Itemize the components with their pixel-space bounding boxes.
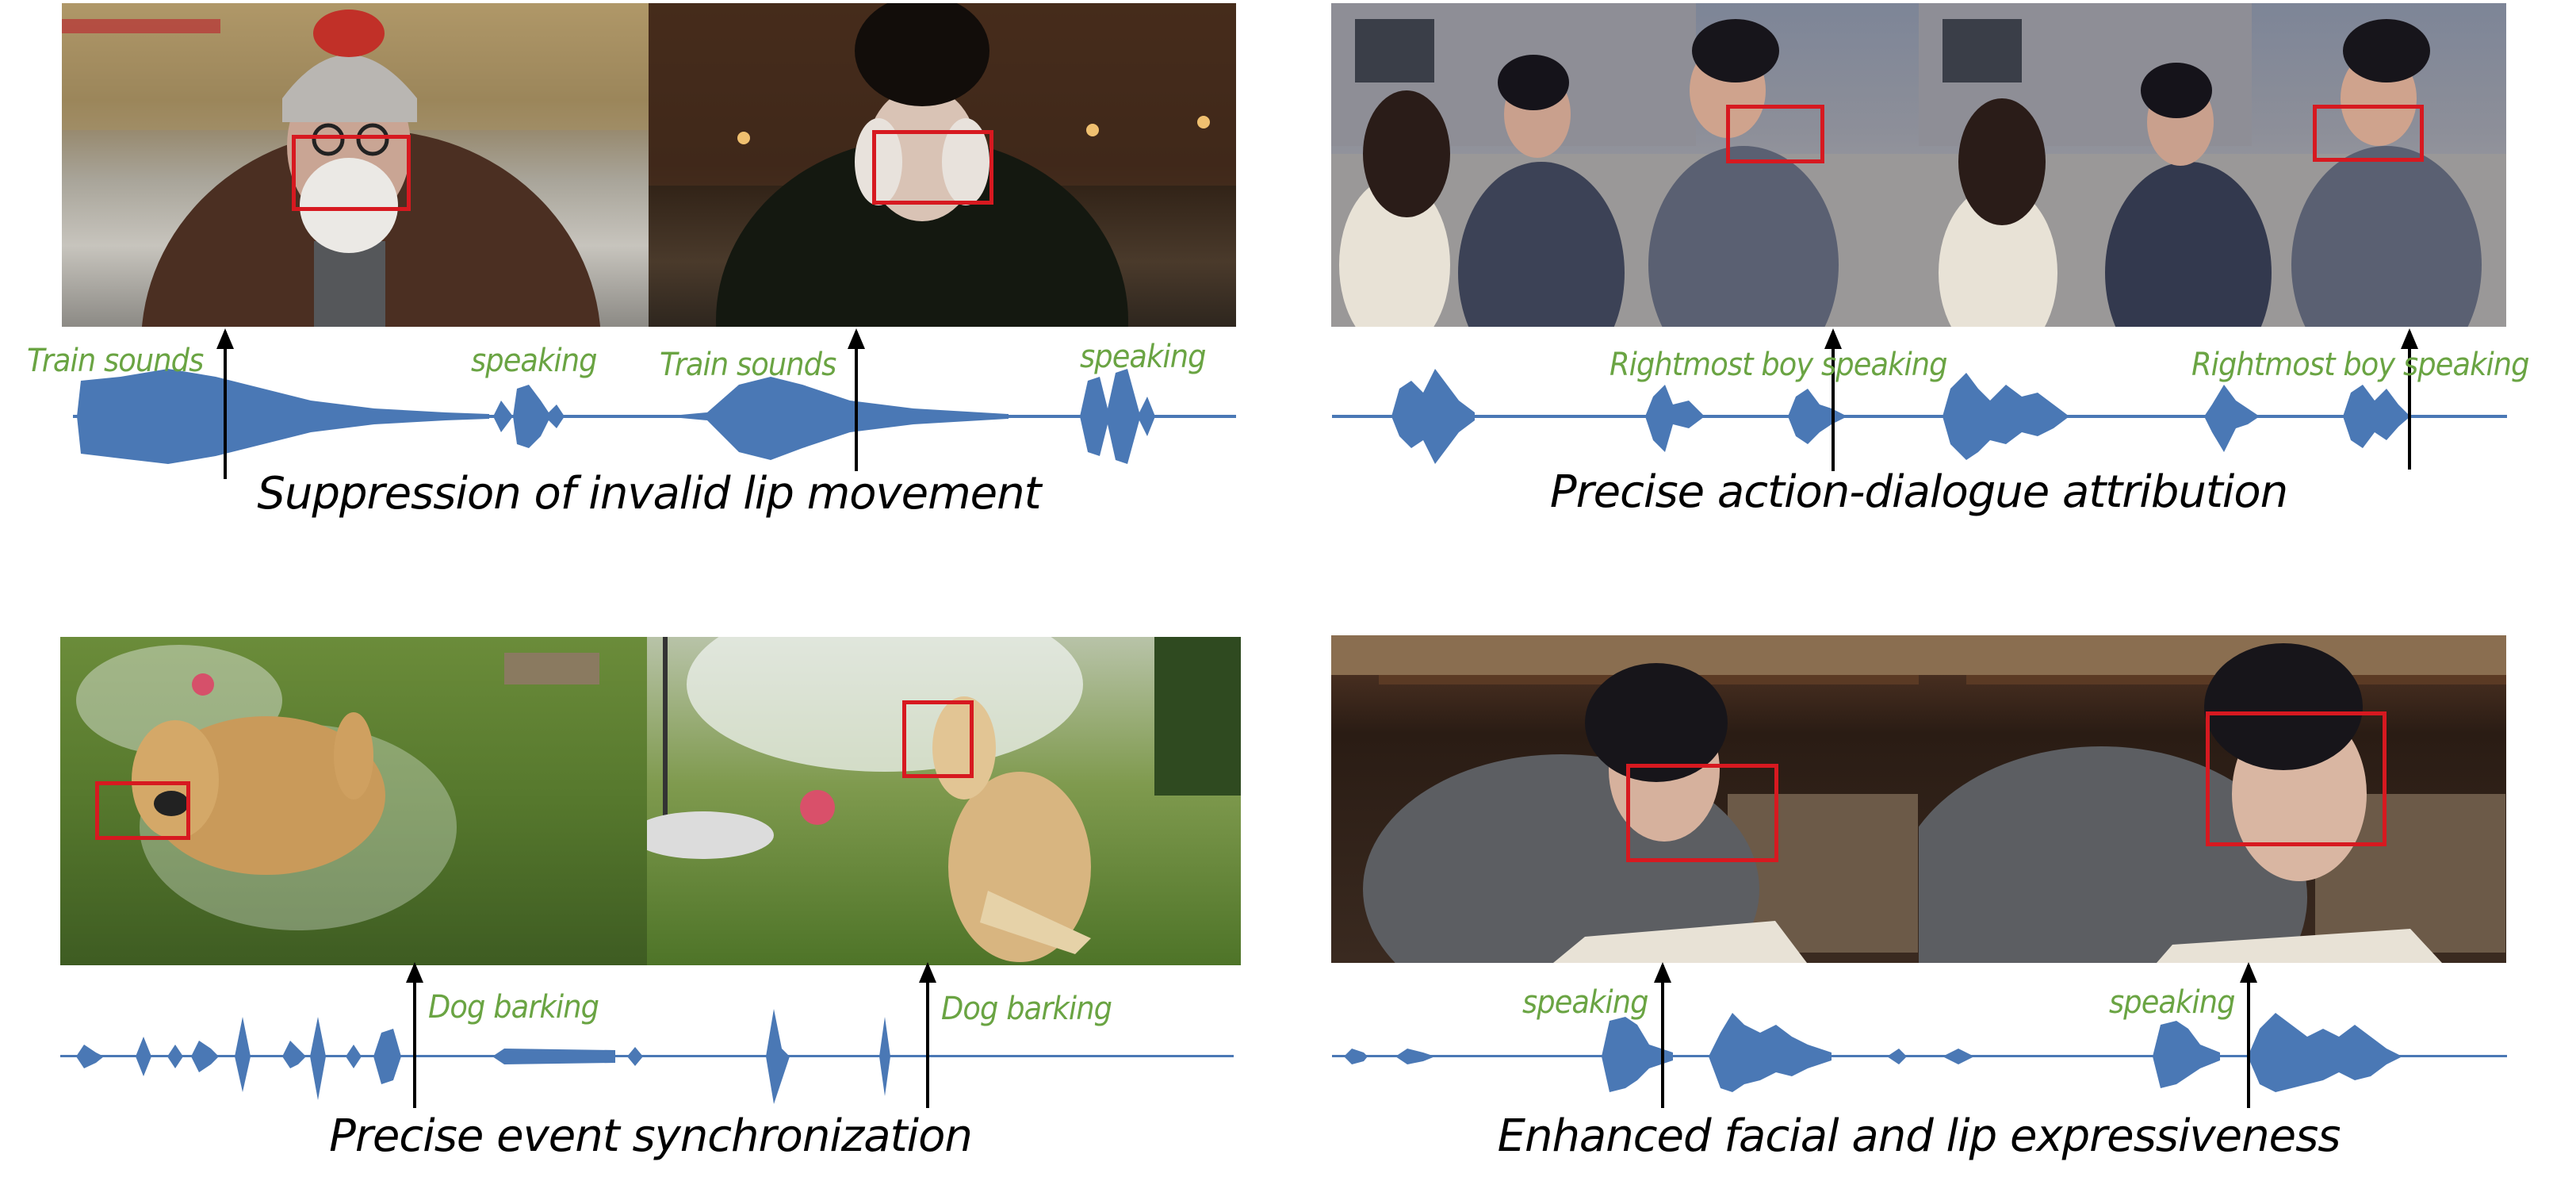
audio-event-label: Rightmost boy speaking xyxy=(1610,347,1948,383)
panel-caption: Precise event synchronization xyxy=(329,1110,973,1162)
audio-event-label: Rightmost boy speaking xyxy=(2191,347,2530,383)
audio-waveform xyxy=(60,1009,1234,1104)
video-frame-old-man-night xyxy=(649,3,1236,327)
scene-old-man-fur-hat xyxy=(649,3,1236,327)
audio-waveform xyxy=(1332,1013,2507,1092)
audio-event-label: speaking xyxy=(1080,339,1207,375)
video-frame-group-1 xyxy=(1331,3,1919,327)
bbox-mouth xyxy=(292,135,411,211)
audio-event-label: Dog barking xyxy=(941,991,1112,1027)
bbox-mouth xyxy=(95,781,190,840)
panel-caption: Enhanced facial and lip expressiveness xyxy=(1497,1110,2341,1162)
audio-waveform xyxy=(73,369,1236,464)
audio-event-label: Dog barking xyxy=(428,989,599,1026)
bbox-mouth xyxy=(2313,105,2424,162)
video-frame-old-man-day xyxy=(62,3,649,327)
timestamp-arrow xyxy=(406,962,423,1108)
timestamp-arrow xyxy=(1654,962,1671,1108)
bbox-mouth xyxy=(872,130,993,205)
audio-event-label: Train sounds xyxy=(660,347,836,383)
timestamp-arrow xyxy=(216,328,234,479)
panel-caption: Suppression of invalid lip movement xyxy=(257,468,1041,520)
audio-waveform xyxy=(1332,369,2507,464)
scene-three-people-steps xyxy=(1919,3,2506,327)
scene-reader-bookshelf-1 xyxy=(1331,635,1919,963)
video-frame-dog-crouching xyxy=(60,637,647,965)
audio-event-label: Train sounds xyxy=(27,343,204,379)
bbox-face xyxy=(2206,711,2387,846)
timestamp-arrow xyxy=(848,328,865,471)
scene-dog-sprinkler-1 xyxy=(76,645,599,930)
video-frame-reader-1 xyxy=(1331,635,1919,963)
audio-event-label: speaking xyxy=(1522,984,1649,1021)
timestamp-arrow xyxy=(2401,328,2418,470)
panel-caption: Precise action-dialogue attribution xyxy=(1549,466,2288,518)
scene-reader-bookshelf-2 xyxy=(1919,635,2506,963)
scene-three-people-steps xyxy=(1331,3,1919,327)
timestamp-arrow xyxy=(1824,328,1842,471)
bbox-mouth xyxy=(902,700,974,778)
scene-old-man-beanie xyxy=(62,3,649,327)
video-frame-group-2 xyxy=(1919,3,2506,327)
video-frame-dog-sitting xyxy=(647,637,1241,965)
video-frame-reader-2 xyxy=(1919,635,2506,963)
timestamp-arrow xyxy=(919,962,936,1108)
timestamp-arrow xyxy=(2240,962,2257,1108)
scene-dog-sprinkler-2 xyxy=(647,637,1241,962)
bbox-face xyxy=(1626,764,1778,862)
audio-event-label: speaking xyxy=(2109,984,2236,1021)
bbox-mouth xyxy=(1726,105,1824,163)
audio-event-label: speaking xyxy=(471,343,598,379)
